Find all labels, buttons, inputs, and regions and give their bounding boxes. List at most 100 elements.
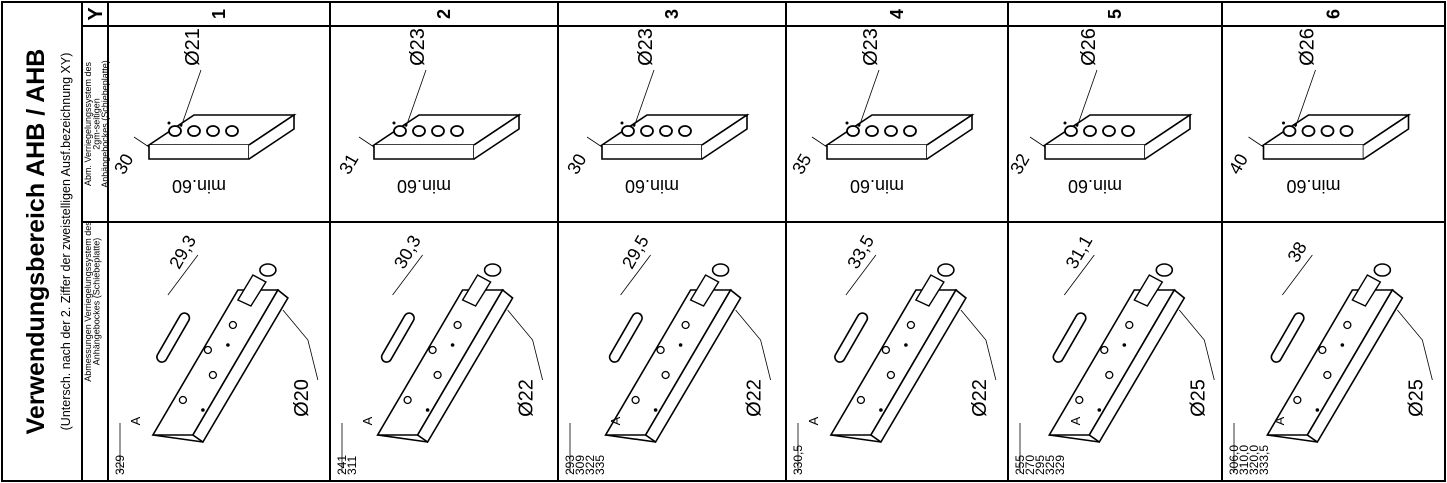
- hanger-hole: [433, 370, 442, 380]
- column-header-number: 4: [887, 9, 907, 19]
- column-header-number: 3: [662, 9, 682, 19]
- hanger-front-edge: [377, 434, 428, 443]
- hanger-pin: [156, 312, 191, 363]
- min-distance-label: min.60: [850, 176, 904, 196]
- hanger-hole: [631, 395, 640, 405]
- hanger-tab: [914, 274, 945, 307]
- hanger-hole: [1125, 320, 1134, 330]
- hanger-bolt: [711, 263, 730, 277]
- hanger-dot: [879, 408, 883, 412]
- length-value: 311: [345, 456, 359, 475]
- table-labels: Verwendungsbereich AHB / AHB(Untersch. n…: [22, 7, 110, 435]
- hanger-hole: [881, 345, 891, 355]
- hanger-hole: [1323, 370, 1332, 380]
- hanger-bolt: [1155, 263, 1174, 277]
- hanger-hole: [453, 320, 462, 330]
- dim-line: [358, 136, 375, 148]
- diameter-leader: [405, 69, 427, 128]
- plate-hole: [412, 125, 426, 137]
- bottom-offset-dim: 33,5: [843, 232, 878, 272]
- hanger-front-edge: [605, 434, 656, 443]
- plate-dot: [620, 121, 624, 125]
- bottom-diameter-label: Ø22: [744, 379, 766, 417]
- dim-line: [1248, 136, 1264, 148]
- hanger-tab: [236, 274, 267, 307]
- diameter-leader: [1397, 309, 1433, 381]
- plate-front-face: [1044, 145, 1146, 160]
- dim-line: [133, 136, 150, 148]
- plate-front-face: [601, 145, 703, 160]
- plate-dot: [392, 121, 396, 125]
- plate-side-face: [701, 113, 748, 160]
- hanger-side-face: [191, 288, 289, 444]
- hanger-hole: [403, 395, 412, 405]
- hanger-hole: [1318, 345, 1327, 355]
- length-value: 325: [1043, 455, 1057, 475]
- hanger-hole: [656, 345, 665, 355]
- plate-hole: [393, 125, 407, 137]
- hanger-dot: [1315, 408, 1320, 412]
- bottom-diameter-label: Ø25: [1405, 379, 1427, 417]
- diameter-leader: [633, 69, 655, 128]
- hanger-hole: [1343, 320, 1352, 330]
- row1-label-line: Abm. Verriegelungssystem des: [83, 61, 93, 186]
- plate-side-face: [1363, 113, 1410, 160]
- diameter-leader: [960, 309, 997, 381]
- hanger-dot: [425, 408, 430, 412]
- dim-leader: [845, 254, 877, 296]
- plate-hole: [1064, 125, 1078, 137]
- top-offset-dim: 40: [1225, 150, 1252, 177]
- plate-hole: [225, 125, 239, 137]
- length-value: 310,0: [1237, 445, 1251, 475]
- min-distance-label: min.60: [397, 176, 451, 196]
- top-diameter-label: Ø23: [635, 28, 657, 66]
- diameter-leader: [507, 309, 543, 381]
- length-value: 309: [573, 455, 587, 475]
- hanger-pin: [380, 312, 415, 363]
- column-header-number: 1: [209, 9, 229, 19]
- hanger-pin: [1270, 312, 1305, 363]
- dimension-a-label: A: [806, 416, 821, 425]
- dim-line: [1029, 136, 1046, 148]
- top-diameter-label: Ø23: [407, 28, 429, 66]
- bottom-offset-dim: 29,3: [165, 232, 200, 272]
- column-header-number: 6: [1324, 9, 1344, 19]
- hanger-bolt: [1373, 263, 1392, 277]
- column-header-number: 2: [434, 9, 454, 19]
- hanger-side-face: [416, 288, 514, 444]
- header-y-label: Y: [85, 7, 107, 21]
- hanger-dot: [904, 343, 908, 347]
- hanger-dot: [1340, 343, 1345, 347]
- plate-hole: [640, 125, 654, 137]
- plate-hole: [450, 125, 464, 137]
- top-offset-dim: 30: [110, 150, 137, 177]
- row1-label-line: Anhängebockes (Schiebeplatte): [100, 60, 110, 188]
- row2-label-line: Anhängebockes (Schiebeplatte): [92, 238, 102, 366]
- bottom-diameter-label: Ø22: [516, 379, 538, 417]
- plate-hole: [1083, 125, 1097, 137]
- min-distance-label: min.60: [1068, 176, 1122, 196]
- plate-dot: [1282, 121, 1285, 125]
- hanger-hole: [1100, 345, 1109, 355]
- plate-hole: [1301, 125, 1316, 137]
- hanger-bolt: [937, 263, 955, 277]
- table-columns: 1Ø2130min.6029,3Ø20329A2Ø2331min.6030,3Ø…: [110, 9, 1433, 475]
- hanger-tab: [1351, 274, 1382, 307]
- hanger-dot: [653, 408, 658, 412]
- diameter-leader: [282, 309, 319, 381]
- page-title: Verwendungsbereich AHB / AHB: [22, 49, 50, 435]
- hanger-dot: [450, 343, 455, 347]
- plate-side-face: [926, 113, 973, 160]
- column-header-number: 5: [1105, 9, 1125, 19]
